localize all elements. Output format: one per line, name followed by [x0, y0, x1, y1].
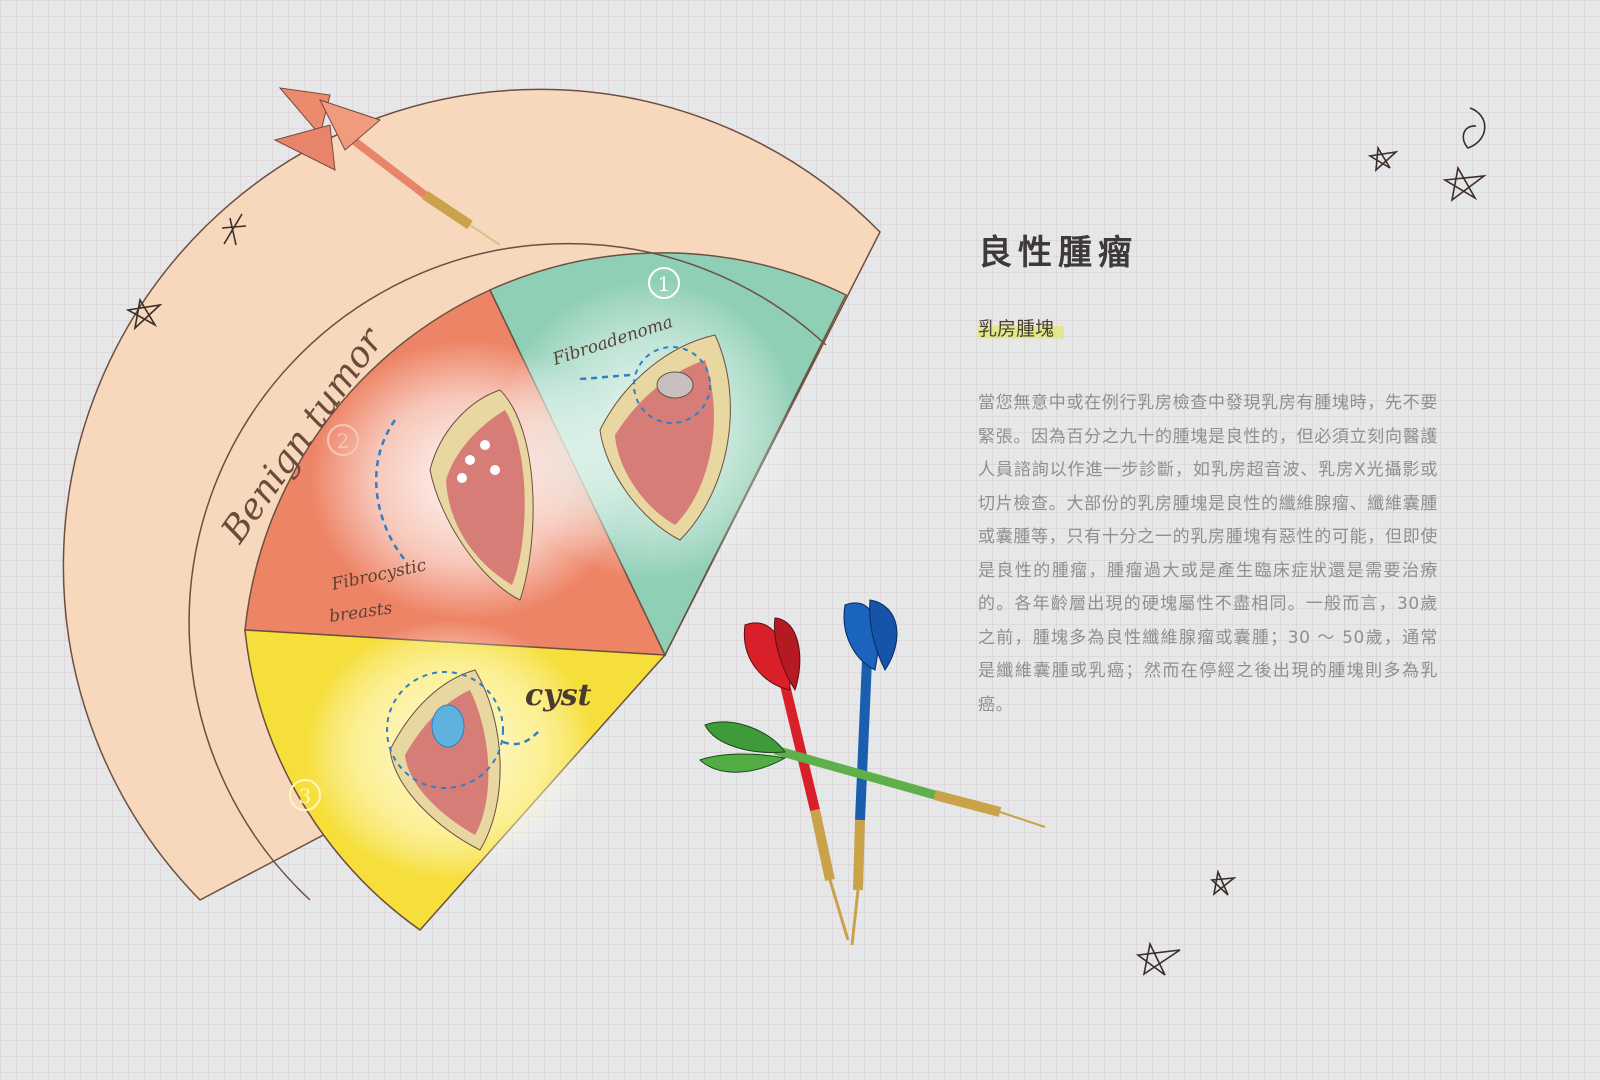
segment-1-number: 1 [658, 272, 671, 296]
segment-2-number: 2 [337, 429, 350, 453]
star-icon [1367, 145, 1399, 172]
dart-icon [699, 721, 1046, 828]
segment-3-number: 3 [299, 784, 312, 808]
star-icon [1210, 869, 1237, 896]
star-icon [1135, 941, 1181, 976]
body-paragraph: 當您無意中或在例行乳房檢查中發現乳房有腫塊時，先不要緊張。因為百分之九十的腫塊是… [978, 393, 1438, 715]
page-title: 良性腫瘤 [978, 233, 1138, 273]
tissue-fibrocystic [374, 389, 534, 601]
dart-icon [843, 599, 898, 946]
label-cyst: cyst [525, 678, 592, 713]
star-icon [125, 297, 163, 331]
star-icon [1442, 165, 1487, 202]
text-panel: 良性腫瘤 乳房腫塊 當您無意中或在例行乳房檢查中發現乳房有腫塊時，先不要緊張。因… [978, 225, 1438, 722]
dart-icon [273, 87, 501, 246]
star-icon [221, 213, 247, 246]
tissue-cyst [386, 669, 541, 851]
section-subtitle: 乳房腫塊 [978, 314, 1065, 341]
tissue-fibroadenoma [578, 334, 731, 541]
star-icon [1462, 107, 1486, 149]
dart-icon [743, 617, 850, 941]
